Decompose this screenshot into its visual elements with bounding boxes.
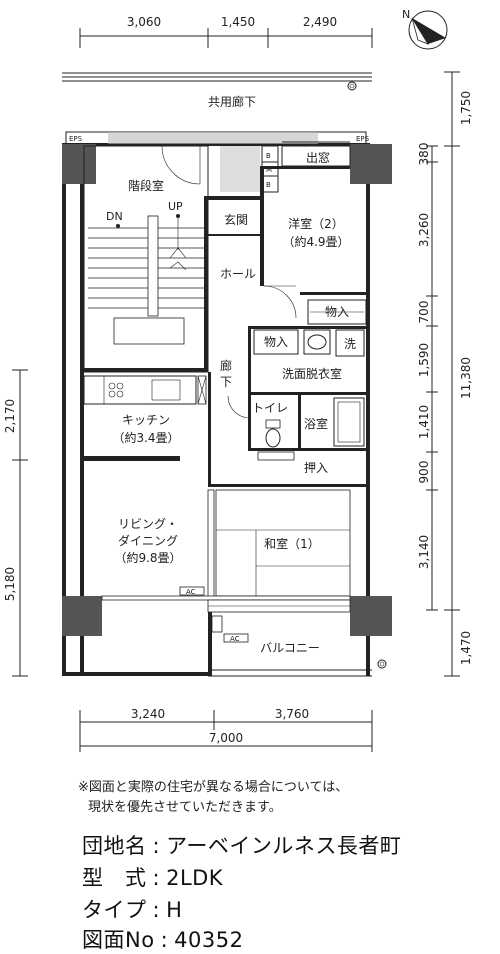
dimension-top: 3,060 1,450 2,490 bbox=[79, 15, 373, 48]
spec-sep-4: : bbox=[160, 928, 169, 952]
interior-walls bbox=[208, 166, 366, 487]
storage-1-label: 物入 bbox=[325, 305, 349, 319]
disclaimer-line-1: ※図面と実際の住宅が異なる場合については、 bbox=[78, 780, 349, 795]
ac-unit-1 bbox=[179, 586, 205, 596]
spec-subtype: タイプ:H bbox=[82, 894, 182, 924]
pillar-top-right bbox=[350, 144, 392, 184]
storage-2-label: 物入 bbox=[264, 335, 288, 349]
japanese-room-tatami bbox=[215, 489, 351, 597]
bath-label: 浴室 bbox=[304, 416, 328, 431]
dim-right-inner-6: 900 bbox=[417, 461, 431, 484]
spec-sep-1: : bbox=[152, 834, 161, 858]
mb-b1-label: B bbox=[266, 152, 271, 160]
floor-plan: 3,060 1,450 2,490 N 共用廊下 1,750 11,380 bbox=[3, 8, 473, 752]
dim-bottom-2: 3,760 bbox=[275, 707, 309, 721]
spec-estate: 団地名:アーベインルネス長者町 bbox=[82, 830, 401, 860]
dim-right-inner-7: 3,140 bbox=[417, 535, 431, 569]
eps-right-label: EPS bbox=[356, 135, 370, 143]
spec-estate-value: アーベインルネス長者町 bbox=[166, 834, 402, 858]
dim-right-outer-3: 1,470 bbox=[459, 631, 473, 665]
dim-bottom-1: 3,240 bbox=[131, 707, 165, 721]
dim-top-2: 1,450 bbox=[221, 15, 255, 29]
kitchen-partition bbox=[84, 456, 180, 461]
ac-2-label: AC bbox=[230, 635, 240, 643]
mb-b2-label: B bbox=[266, 181, 271, 189]
ac-unit-2 bbox=[223, 633, 249, 643]
spec-type-value: 2LDK bbox=[166, 866, 224, 890]
balcony-sash bbox=[101, 595, 351, 676]
corridor-rail bbox=[62, 72, 372, 91]
dimension-right bbox=[426, 71, 460, 677]
eps-left-label: EPS bbox=[69, 135, 83, 143]
living-size: （約9.8畳） bbox=[114, 550, 181, 565]
western-room-size: （約4.9畳） bbox=[282, 234, 349, 249]
japanese-room-label: 和室（1） bbox=[264, 536, 320, 551]
pillar-bottom-right bbox=[350, 596, 392, 636]
spec-drawing-value: 40352 bbox=[174, 928, 244, 952]
north-compass-icon: N bbox=[402, 8, 448, 50]
living-label-1: リビング・ bbox=[118, 517, 178, 531]
spec-sep-3: : bbox=[152, 898, 161, 922]
pillar-top-left bbox=[62, 144, 96, 184]
dim-right-inner-3: 700 bbox=[417, 301, 431, 324]
corridor-label: 共用廊下 bbox=[208, 94, 256, 109]
spec-drawing-label: 図面No bbox=[82, 928, 155, 952]
storage-2 bbox=[253, 329, 299, 355]
spec-sep-2: : bbox=[152, 866, 161, 890]
hall-label: ホール bbox=[220, 267, 256, 281]
toilet-bowl-icon bbox=[265, 428, 281, 448]
dimension-bottom bbox=[79, 710, 373, 752]
kitchen-label: キッチン bbox=[122, 413, 170, 427]
sliding-partition bbox=[207, 489, 215, 599]
western-room-label: 洋室（2） bbox=[288, 216, 344, 231]
living-label-2: ダイニング bbox=[118, 533, 178, 548]
dim-right-inner-2: 3,260 bbox=[417, 213, 431, 247]
hallway-label-2: 下 bbox=[220, 375, 232, 389]
kitchen-counter bbox=[83, 375, 207, 405]
stairwell-label: 階段室 bbox=[128, 178, 164, 193]
balcony-drain-icon bbox=[377, 659, 387, 669]
spec-estate-label: 団地名 bbox=[82, 834, 147, 858]
spec-type: 型 式:2LDK bbox=[82, 862, 223, 892]
stairwell bbox=[83, 145, 209, 373]
mb-m-label: M bbox=[266, 166, 272, 174]
spec-subtype-label: タイプ bbox=[82, 898, 147, 922]
closet-label: 押入 bbox=[304, 461, 328, 475]
dim-right-inner-4: 1,590 bbox=[417, 343, 431, 377]
kitchen-size: （約3.4畳） bbox=[112, 430, 179, 445]
dim-top-3: 2,490 bbox=[303, 15, 337, 29]
balcony-label: バルコニー bbox=[260, 641, 320, 655]
pillar-bottom-left bbox=[62, 596, 102, 636]
bay-window-label: 出窓 bbox=[306, 150, 330, 165]
stair-up-label: UP bbox=[168, 200, 183, 213]
western-room-door bbox=[263, 285, 297, 319]
dim-right-inner-1: 380 bbox=[417, 143, 431, 166]
toilet-door bbox=[227, 395, 251, 419]
spec-drawing: 図面No:40352 bbox=[82, 924, 243, 954]
dim-right-outer-1: 1,750 bbox=[459, 91, 473, 125]
stair-dn-label: DN bbox=[106, 210, 123, 223]
eps-strip bbox=[65, 131, 367, 192]
ac-1-label: AC bbox=[186, 588, 196, 596]
disclaimer-line-2: 現状を優先させていただきます。 bbox=[88, 800, 282, 815]
washer-space bbox=[335, 329, 365, 357]
entrance-label: 玄関 bbox=[224, 212, 248, 227]
spec-type-label: 型 式 bbox=[82, 866, 147, 890]
dim-left-2: 5,180 bbox=[3, 567, 17, 601]
bathtub bbox=[333, 397, 365, 447]
dim-right-inner-5: 1,410 bbox=[417, 405, 431, 439]
dimension-left bbox=[12, 369, 28, 677]
toilet-label: トイレ bbox=[252, 401, 288, 415]
dim-top-1: 3,060 bbox=[127, 15, 161, 29]
dim-right-outer-2: 11,380 bbox=[459, 357, 473, 399]
spec-subtype-value: H bbox=[166, 898, 183, 922]
dim-left-1: 2,170 bbox=[3, 399, 17, 433]
dim-bottom-total: 7,000 bbox=[209, 731, 243, 745]
hallway-label-1: 廊 bbox=[220, 358, 232, 373]
washer-label: 洗 bbox=[344, 337, 356, 351]
washroom-label: 洗面脱衣室 bbox=[282, 366, 342, 381]
closet-shelf bbox=[257, 451, 295, 461]
north-label: N bbox=[402, 8, 410, 21]
